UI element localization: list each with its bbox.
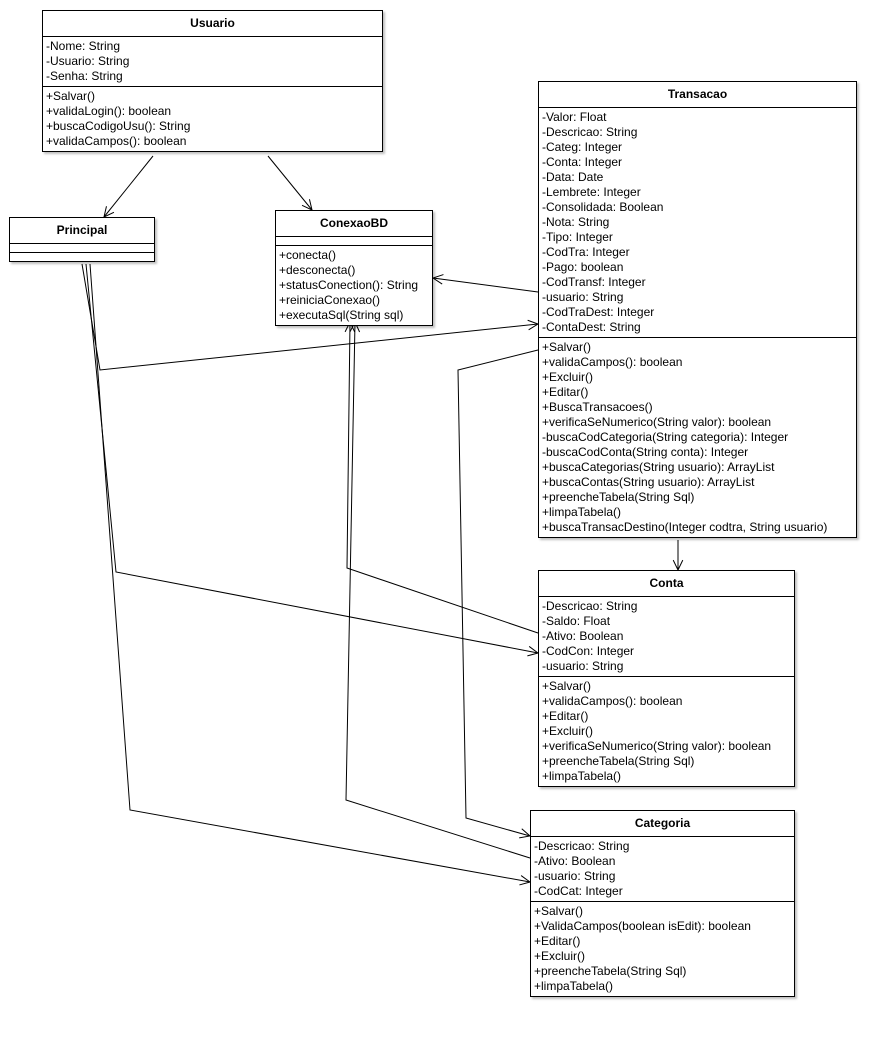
- method: -buscaCodConta(String conta): Integer: [542, 445, 749, 459]
- class-conexaobd[interactable]: ConexaoBD +conecta()+desconecta()+status…: [275, 210, 433, 326]
- methods-section: +Salvar()+ValidaCampos(boolean isEdit): …: [531, 902, 794, 996]
- attribute: -Senha: String: [46, 69, 123, 83]
- association-transacao-to-conta: [672, 540, 684, 572]
- method: +buscaCategorias(String usuario): ArrayL…: [542, 460, 775, 474]
- attribute: -CodCon: Integer: [542, 644, 635, 658]
- method: +Editar(): [542, 385, 589, 399]
- attribute: -Nome: String: [46, 39, 121, 53]
- association-usuario-to-principal: [103, 155, 154, 218]
- method: +verificaSeNumerico(String valor): boole…: [542, 415, 772, 429]
- method: +Excluir(): [542, 724, 594, 738]
- attribute: -Descricao: String: [542, 125, 638, 139]
- attribute: -CodTra: Integer: [542, 245, 630, 259]
- attribute: -Ativo: Boolean: [534, 854, 616, 868]
- method: +validaCampos(): boolean: [542, 694, 683, 708]
- association-usuario-to-conexaobd: [267, 155, 313, 211]
- attribute: -usuario: String: [534, 869, 616, 883]
- association-categoria-to-conexaobd: [345, 320, 531, 859]
- method: +Editar(): [542, 709, 589, 723]
- attribute: -Valor: Float: [542, 110, 607, 124]
- method: +desconecta(): [279, 263, 356, 277]
- method: +statusConection(): String: [279, 278, 419, 292]
- association-principal-to-categoria: [89, 263, 532, 886]
- attribute: -CodTransf: Integer: [542, 275, 646, 289]
- association-transacao-to-categoria: [457, 349, 539, 839]
- method: +limpaTabela(): [542, 769, 622, 783]
- method: +preencheTabela(String Sql): [542, 754, 695, 768]
- method: +Editar(): [534, 934, 581, 948]
- method: +buscaTransacDestino(Integer codtra, Str…: [542, 520, 828, 534]
- association-transacao-to-conexaobd: [431, 274, 539, 293]
- method: +Excluir(): [534, 949, 586, 963]
- methods-section: +Salvar()+validaCampos(): boolean+Exclui…: [539, 338, 856, 537]
- attributes-section: -Descricao: String-Saldo: Float-Ativo: B…: [539, 597, 794, 677]
- method: +preencheTabela(String Sql): [534, 964, 687, 978]
- class-name: Principal: [10, 218, 154, 244]
- attribute: -Usuario: String: [46, 54, 130, 68]
- method: +verificaSeNumerico(String valor): boole…: [542, 739, 772, 753]
- method: +limpaTabela(): [534, 979, 614, 993]
- method: +reiniciaConexao(): [279, 293, 381, 307]
- method: +conecta(): [279, 248, 337, 262]
- attribute: -usuario: String: [542, 290, 624, 304]
- association-conta-to-conexaobd: [344, 320, 539, 634]
- attribute: -Categ: Integer: [542, 140, 623, 154]
- attribute: -Consolidada: Boolean: [542, 200, 664, 214]
- class-usuario[interactable]: Usuario -Nome: String-Usuario: String-Se…: [42, 10, 383, 152]
- attributes-section: [10, 244, 154, 253]
- attribute: -Saldo: Float: [542, 614, 611, 628]
- method: +preencheTabela(String Sql): [542, 490, 695, 504]
- method: +ValidaCampos(boolean isEdit): boolean: [534, 919, 751, 933]
- class-name: Conta: [539, 571, 794, 597]
- method: -buscaCodCategoria(String categoria): In…: [542, 430, 789, 444]
- attributes-section: -Nome: String-Usuario: String-Senha: Str…: [43, 37, 382, 87]
- attribute: -Nota: String: [542, 215, 610, 229]
- methods-section: [10, 253, 154, 261]
- method: +executaSql(String sql): [279, 308, 404, 322]
- method: +Salvar(): [542, 340, 592, 354]
- class-principal[interactable]: Principal: [9, 217, 155, 262]
- method: +validaLogin(): boolean: [46, 104, 172, 118]
- class-name: ConexaoBD: [276, 211, 432, 237]
- method: +limpaTabela(): [542, 505, 622, 519]
- method: +buscaCodigoUsu(): String: [46, 119, 191, 133]
- class-name: Categoria: [531, 811, 794, 837]
- attribute: -Tipo: Integer: [542, 230, 613, 244]
- class-name: Usuario: [43, 11, 382, 37]
- attribute: -ContaDest: String: [542, 320, 641, 334]
- attributes-section: -Descricao: String-Ativo: Boolean-usuari…: [531, 837, 794, 902]
- method: +buscaContas(String usuario): ArrayList: [542, 475, 755, 489]
- attribute: -Ativo: Boolean: [542, 629, 624, 643]
- attribute: -Descricao: String: [534, 839, 630, 853]
- method: +Salvar(): [46, 89, 96, 103]
- attribute: -CodTraDest: Integer: [542, 305, 655, 319]
- attribute: -Conta: Integer: [542, 155, 623, 169]
- attributes-section: -Valor: Float-Descricao: String-Categ: I…: [539, 108, 856, 338]
- attribute: -CodCat: Integer: [534, 884, 623, 898]
- methods-section: +Salvar()+validaCampos(): boolean+Editar…: [539, 677, 794, 786]
- attribute: -Lembrete: Integer: [542, 185, 641, 199]
- class-name: Transacao: [539, 82, 856, 108]
- method: +Salvar(): [542, 679, 592, 693]
- methods-section: +Salvar()+validaLogin(): boolean+buscaCo…: [43, 87, 382, 151]
- method: +Salvar(): [534, 904, 584, 918]
- class-categoria[interactable]: Categoria -Descricao: String-Ativo: Bool…: [530, 810, 795, 997]
- attribute: -usuario: String: [542, 659, 624, 673]
- arrowhead-icon: [431, 274, 444, 285]
- attribute: -Descricao: String: [542, 599, 638, 613]
- attributes-section: [276, 237, 432, 246]
- class-transacao[interactable]: Transacao -Valor: Float-Descricao: Strin…: [538, 81, 857, 538]
- method: +validaCampos(): boolean: [542, 355, 683, 369]
- methods-section: +conecta()+desconecta()+statusConection(…: [276, 246, 432, 325]
- class-conta[interactable]: Conta -Descricao: String-Saldo: Float-At…: [538, 570, 795, 787]
- attribute: -Data: Date: [542, 170, 604, 184]
- method: +BuscaTransacoes(): [542, 400, 653, 414]
- method: +Excluir(): [542, 370, 594, 384]
- method: +validaCampos(): boolean: [46, 134, 187, 148]
- attribute: -Pago: boolean: [542, 260, 624, 274]
